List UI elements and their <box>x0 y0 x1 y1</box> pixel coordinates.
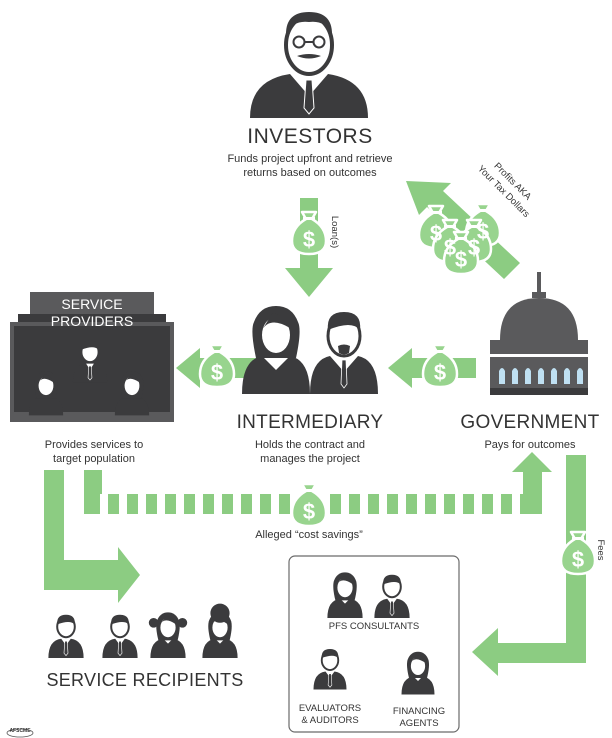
cost-savings-label: Alleged “cost savings” <box>255 529 363 541</box>
evaluators-label-line1: EVALUATORS <box>298 703 362 714</box>
dollar-sign: $ <box>572 547 584 572</box>
cost-savings-arrowhead <box>512 452 552 514</box>
financing-label-line2: AGENTS <box>399 718 439 729</box>
afscme-logo <box>6 728 34 738</box>
cost-savings-connector <box>84 470 102 494</box>
intermediary-title: INTERMEDIARY <box>236 412 384 433</box>
government-desc: Pays for outcomes <box>484 439 576 451</box>
investor-icon <box>250 12 368 118</box>
dollar-sign: $ <box>434 360 446 385</box>
loans-label: Loan(s) <box>329 215 340 249</box>
intermediary-woman-icon <box>242 306 310 394</box>
dollar-sign: $ <box>477 219 489 244</box>
dollar-sign: $ <box>468 235 480 260</box>
loans-money-bag-icon: $ <box>290 210 328 256</box>
fees-label: Fees <box>595 539 606 561</box>
intermediary-desc-line2: manages the project <box>260 453 360 465</box>
investors-desc-line2: returns based on outcomes <box>243 167 377 179</box>
recipient-man-icon <box>47 613 85 660</box>
government-money-bag-icon: $ <box>421 343 459 389</box>
afscme-logo-text: AFSCME <box>9 728 31 734</box>
service-providers-desc-line2: target population <box>53 453 135 465</box>
cost-savings-money-bag-icon: $ <box>290 482 328 528</box>
service-providers-title-line1: SERVICE <box>61 296 123 312</box>
intermediary-money-bag-icon: $ <box>198 343 236 389</box>
pfs-consultants-label: PFS CONSULTANTS <box>328 621 420 632</box>
dollar-sign: $ <box>430 221 442 246</box>
recipient-girl-icon <box>148 612 188 658</box>
investors-desc-line1: Funds project upfront and retrieve <box>227 153 393 165</box>
dollar-sign: $ <box>211 360 223 385</box>
intermediary-desc-line1: Holds the contract and <box>254 439 366 451</box>
government-title: GOVERNMENT <box>460 412 600 433</box>
providers-to-recipients-arrow <box>44 470 140 603</box>
arrows <box>44 181 586 676</box>
investors-title: INVESTORS <box>247 125 373 148</box>
evaluators-label-line2: & AUDITORS <box>301 715 359 726</box>
recipient-boy-icon <box>101 613 139 660</box>
service-providers-desc-line1: Provides services to <box>44 439 144 451</box>
recipient-woman-icon <box>202 603 238 658</box>
dollar-sign: $ <box>303 227 315 252</box>
intermediary-man-icon <box>310 312 378 394</box>
profits-money-bags-icon: $$$$$ <box>417 202 502 276</box>
dollar-sign: $ <box>303 499 315 524</box>
capitol-building-icon <box>490 272 588 395</box>
financing-label-line1: FINANCING <box>392 706 446 717</box>
service-providers-title-line2: PROVIDERS <box>50 313 134 329</box>
service-recipients-title: SERVICE RECIPIENTS <box>46 670 244 690</box>
fees-arrow <box>472 455 586 676</box>
fees-money-bag-icon: $ <box>559 530 597 576</box>
dollar-sign: $ <box>455 247 467 272</box>
dollar-sign: $ <box>444 235 456 260</box>
